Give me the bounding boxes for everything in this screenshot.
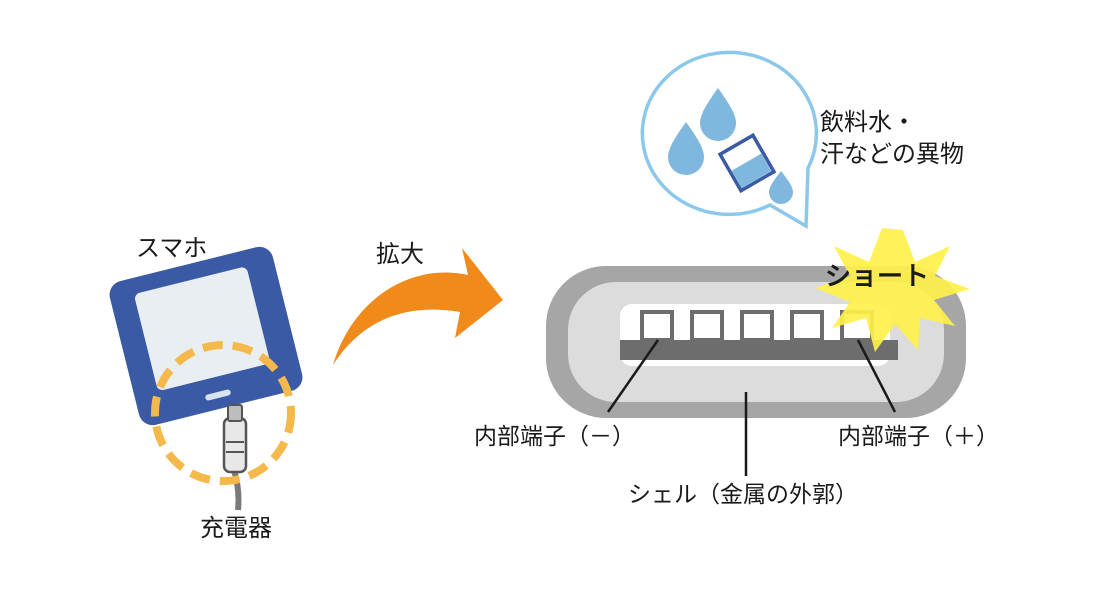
zoom-focus-circle (151, 341, 295, 485)
smartphone-icon (109, 246, 303, 426)
speech-bubble (640, 50, 819, 229)
water-drop-icon (700, 88, 736, 141)
zoom-arrow-icon (333, 248, 503, 365)
terminal-plus-label: 内部端子（＋） (838, 424, 999, 450)
terminal-minus-label: 内部端子（－） (474, 424, 635, 450)
leader-line-plus (856, 339, 897, 413)
water-drop-icon (668, 122, 704, 175)
foreign-matter-label-line2: 汗などの異物 (820, 140, 964, 168)
foreign-matter-label-line1: 飲料水・ (820, 108, 916, 136)
water-drop-icon (769, 171, 793, 204)
leader-line-minus (606, 339, 660, 413)
short-label: ショート (825, 262, 930, 292)
short-burst-icon (815, 228, 970, 352)
zoom-label: 拡大 (376, 240, 424, 268)
charger-label: 充電器 (200, 514, 272, 542)
shell-label: シェル（金属の外郭） (628, 482, 858, 508)
cup-icon (717, 132, 777, 194)
charger-plug-icon (222, 404, 248, 511)
smartphone-label: スマホ (136, 234, 208, 262)
